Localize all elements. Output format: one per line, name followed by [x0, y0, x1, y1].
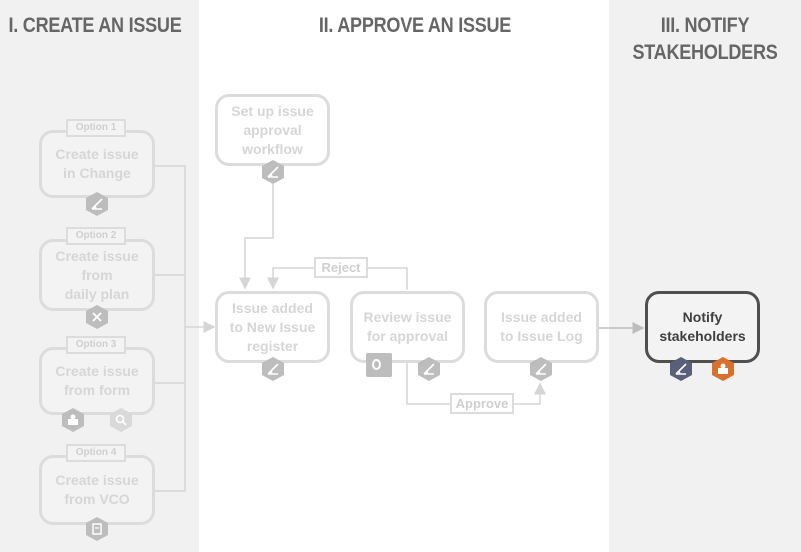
pencil-ruler-icon [262, 357, 284, 381]
box-line: Create issue [55, 472, 139, 488]
box-line: Create issue [55, 363, 139, 379]
box-line: Notify [682, 309, 723, 325]
box-line: Issue added [232, 299, 313, 316]
box-line: register [246, 337, 299, 354]
create-issue-from-vco-box: Create issue from VCO [39, 455, 155, 525]
box-line: Create issue [55, 146, 139, 162]
box-line: daily plan [64, 285, 130, 302]
box-line: Review issue [363, 309, 452, 325]
form-user-icon [712, 357, 734, 381]
pencil-ruler-icon [530, 357, 552, 381]
option-tag: Option 3 [66, 336, 126, 354]
create-issue-in-change-box: Create issue in Change [39, 130, 155, 198]
create-issue-from-form-box: Create issue from form [39, 347, 155, 415]
setup-workflow-box: Set up issue approval workflow [215, 94, 330, 166]
approve-issue-column [199, 0, 609, 552]
pencil-ruler-icon [262, 160, 284, 184]
notify-stakeholders-column [609, 0, 801, 552]
box-line: Issue added [501, 309, 582, 325]
box-line: approval [243, 121, 302, 138]
box-line: Set up issue [231, 102, 314, 119]
form-user-icon [62, 408, 84, 432]
box-line: stakeholders [659, 328, 746, 344]
phase-notify-title: III. NOTIFY STAKEHOLDERS [628, 12, 783, 66]
option-tag: Option 4 [66, 444, 126, 462]
outlook-o-glyph [372, 359, 381, 370]
box-line: from [81, 266, 113, 283]
review-issue-box: Review issue for approval [350, 291, 465, 363]
phase-notify-line2: STAKEHOLDERS [632, 41, 778, 64]
box-line: workflow [242, 140, 303, 157]
document-icon [86, 517, 108, 541]
tools-icon [86, 305, 108, 329]
box-line: from VCO [64, 491, 130, 507]
phase-notify-line1: III. NOTIFY [660, 14, 750, 37]
box-line: to New Issue [229, 318, 316, 335]
pencil-ruler-icon [418, 357, 440, 381]
box-line: to Issue Log [500, 328, 583, 344]
box-line: in Change [63, 165, 131, 181]
search-icon [110, 408, 132, 432]
option-tag: Option 2 [66, 227, 126, 245]
box-line: Create issue [55, 247, 139, 264]
pencil-ruler-icon [86, 192, 108, 216]
reject-label: Reject [314, 257, 368, 278]
phase-create-title: I. CREATE AN ISSUE [8, 14, 182, 37]
issue-added-log-box: Issue added to Issue Log [484, 291, 599, 363]
box-line: from form [63, 382, 131, 398]
notify-stakeholders-box: Notify stakeholders [645, 291, 760, 363]
issue-added-new-register-box: Issue added to New Issue register [215, 291, 330, 363]
approve-label: Approve [450, 393, 514, 414]
phase-approve-title: II. APPROVE AN ISSUE [318, 14, 512, 37]
pencil-ruler-icon [670, 357, 692, 381]
box-line: for approval [367, 328, 448, 344]
option-tag: Option 1 [66, 119, 126, 137]
outlook-icon [366, 353, 392, 377]
create-issue-from-daily-plan-box: Create issue from daily plan [39, 239, 155, 311]
